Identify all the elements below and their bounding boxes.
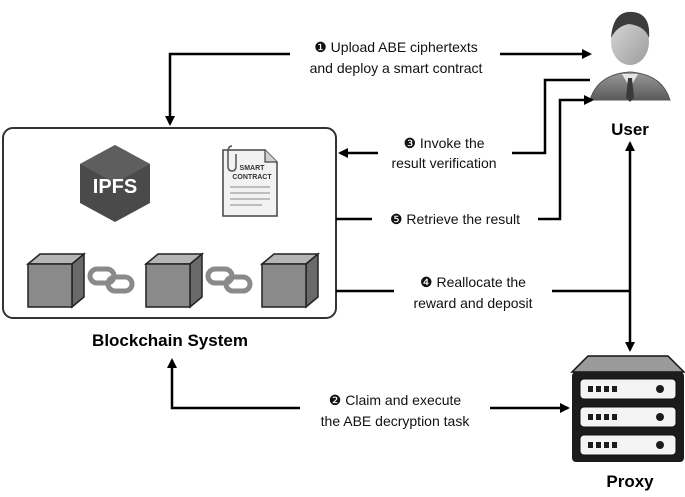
step-1-label: ❶ Upload ABE ciphertexts and deploy a sm…	[310, 39, 483, 76]
step-5-line1: Retrieve the result	[406, 211, 520, 227]
server-icon	[570, 355, 685, 462]
arrow-step2-to-blockchain	[167, 358, 300, 410]
step-5-marker: ❺	[390, 211, 403, 227]
ipfs-icon: IPFS	[80, 145, 150, 222]
chain-link-icon	[87, 266, 135, 294]
block-cube	[25, 252, 87, 309]
block-cube	[259, 252, 321, 309]
svg-text:❷ Claim and execute: ❷ Claim and execute	[329, 392, 462, 408]
svg-text:❸ Invoke the: ❸ Invoke the	[403, 135, 484, 151]
arrow-step1-to-blockchain	[165, 52, 290, 126]
user-label: User	[611, 120, 649, 139]
step-3-line2: result verification	[391, 155, 496, 171]
step-4-line1: Reallocate the	[436, 274, 526, 290]
svg-text:❹ Reallocate the: ❹ Reallocate the	[420, 274, 526, 290]
step-2-label: ❷ Claim and execute the ABE decryption t…	[321, 392, 471, 429]
smart-contract-icon: SMART CONTRACT	[222, 145, 278, 217]
proxy-node: Proxy	[570, 355, 685, 491]
svg-text:❺ Retrieve the result: ❺ Retrieve the result	[390, 211, 520, 227]
blockchain-system: IPFS SMART CONTRACT	[2, 127, 337, 350]
contract-label-line2: CONTRACT	[232, 174, 272, 181]
user-node: User	[589, 11, 671, 139]
connectors	[165, 49, 635, 413]
arrow-step3	[512, 78, 590, 155]
step-1-line1: Upload ABE ciphertexts	[331, 39, 478, 55]
step-3-label: ❸ Invoke the result verification	[391, 135, 496, 171]
step-2-line2: the ABE decryption task	[321, 413, 471, 429]
step-3-line1: Invoke the	[420, 135, 485, 151]
step-3-marker: ❸	[403, 135, 416, 151]
step-2-line1: Claim and execute	[345, 392, 461, 408]
proxy-label: Proxy	[606, 472, 654, 491]
step-4-line2: reward and deposit	[413, 295, 532, 311]
chain-link-icon	[205, 266, 253, 294]
step-4-marker: ❹	[420, 274, 433, 290]
svg-text:❶ Upload ABE ciphertexts: ❶ Upload ABE ciphertexts	[314, 39, 478, 55]
contract-label-line1: SMART	[240, 165, 266, 172]
step-5-label: ❺ Retrieve the result	[390, 211, 520, 227]
ipfs-label: IPFS	[93, 176, 137, 198]
step-4-label: ❹ Reallocate the reward and deposit	[413, 274, 532, 311]
user-icon	[589, 11, 671, 102]
step-1-marker: ❶	[314, 39, 327, 55]
blockchain-label: Blockchain System	[92, 331, 248, 350]
block-cube	[143, 252, 205, 309]
arrow-step5	[538, 95, 594, 221]
step-2-marker: ❷	[329, 392, 342, 408]
step-1-line2: and deploy a smart contract	[310, 60, 483, 76]
